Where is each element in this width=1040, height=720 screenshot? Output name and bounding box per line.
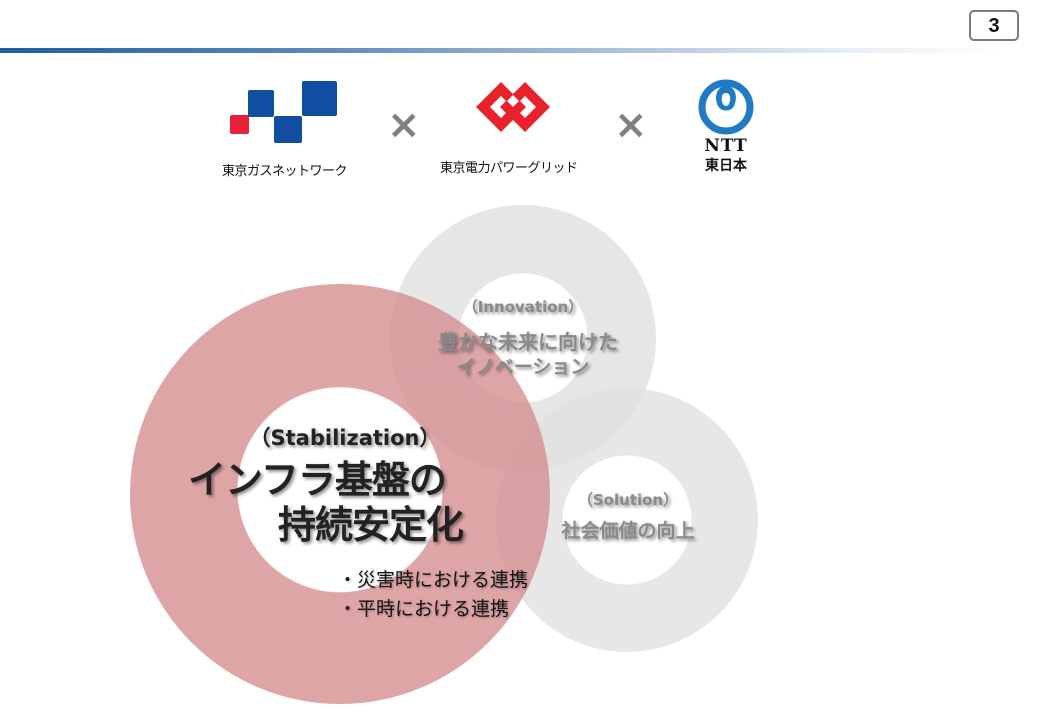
stabilization-title-line2: 持続安定化 [278, 503, 464, 547]
times-separator-icon: × [387, 102, 421, 148]
innovation-title-line2: イノベーション [456, 356, 590, 378]
logo-blue-square [274, 116, 302, 143]
page-number-badge: 3 [969, 10, 1019, 41]
stabilization-ring [130, 284, 550, 704]
stabilization-title-line1: インフラ基盤の [188, 458, 447, 502]
times-separator-icon: × [614, 102, 648, 148]
logo-red-square [230, 115, 249, 134]
ntt-wordmark: NTT [704, 136, 748, 156]
ntt-loop-icon [698, 79, 754, 135]
logo-blue-square [302, 81, 337, 116]
innovation-title-line1: 豊かな未来に向けた [438, 330, 618, 354]
stabilization-bullet: ・平時における連携 [338, 598, 510, 620]
stabilization-label-en: （Stabilization） [249, 426, 441, 450]
header-gradient-bar [0, 48, 1000, 53]
stabilization-bullet: ・災害時における連携 [338, 569, 529, 591]
tepco-diamond-icon [476, 82, 550, 132]
solution-title: 社会価値の向上 [561, 520, 695, 542]
solution-label-en: （Solution） [577, 491, 679, 509]
tokyo-gas-network-name: 東京ガスネットワーク [222, 164, 348, 179]
ntt-east-text: 東日本 [705, 158, 747, 174]
logo-blue-square [248, 90, 274, 117]
innovation-label-en: （Innovation） [462, 298, 584, 316]
tepco-power-grid-name: 東京電力パワーグリッド [440, 161, 578, 176]
